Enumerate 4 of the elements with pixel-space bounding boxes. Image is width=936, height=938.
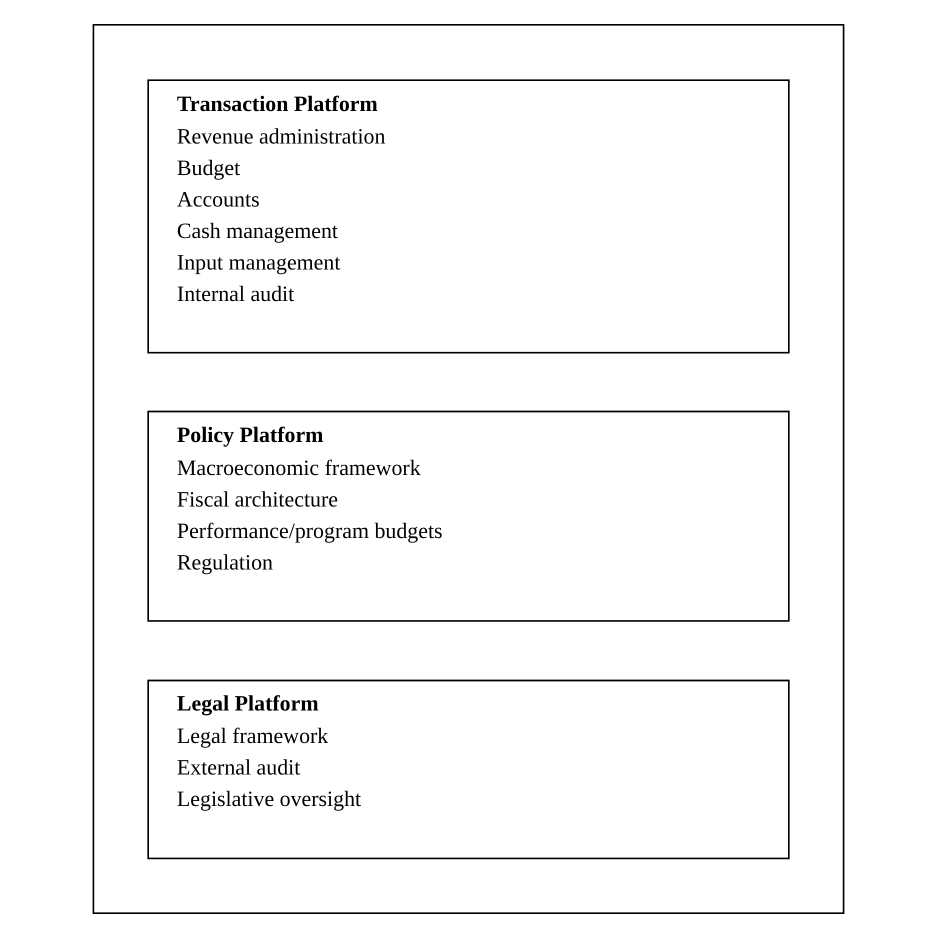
cluster (92, 24, 844, 914)
node-box: Policy Platform Macroeconomic framework Fiscal architecture Performance/program budgets Regulation (146, 410, 790, 622)
node-box: Transaction Platform Revenue administration Budget Accounts Cash management Input management Internal audit (146, 79, 790, 354)
node-box: Legal Platform Legal framework External audit Legislative oversight (146, 680, 790, 860)
